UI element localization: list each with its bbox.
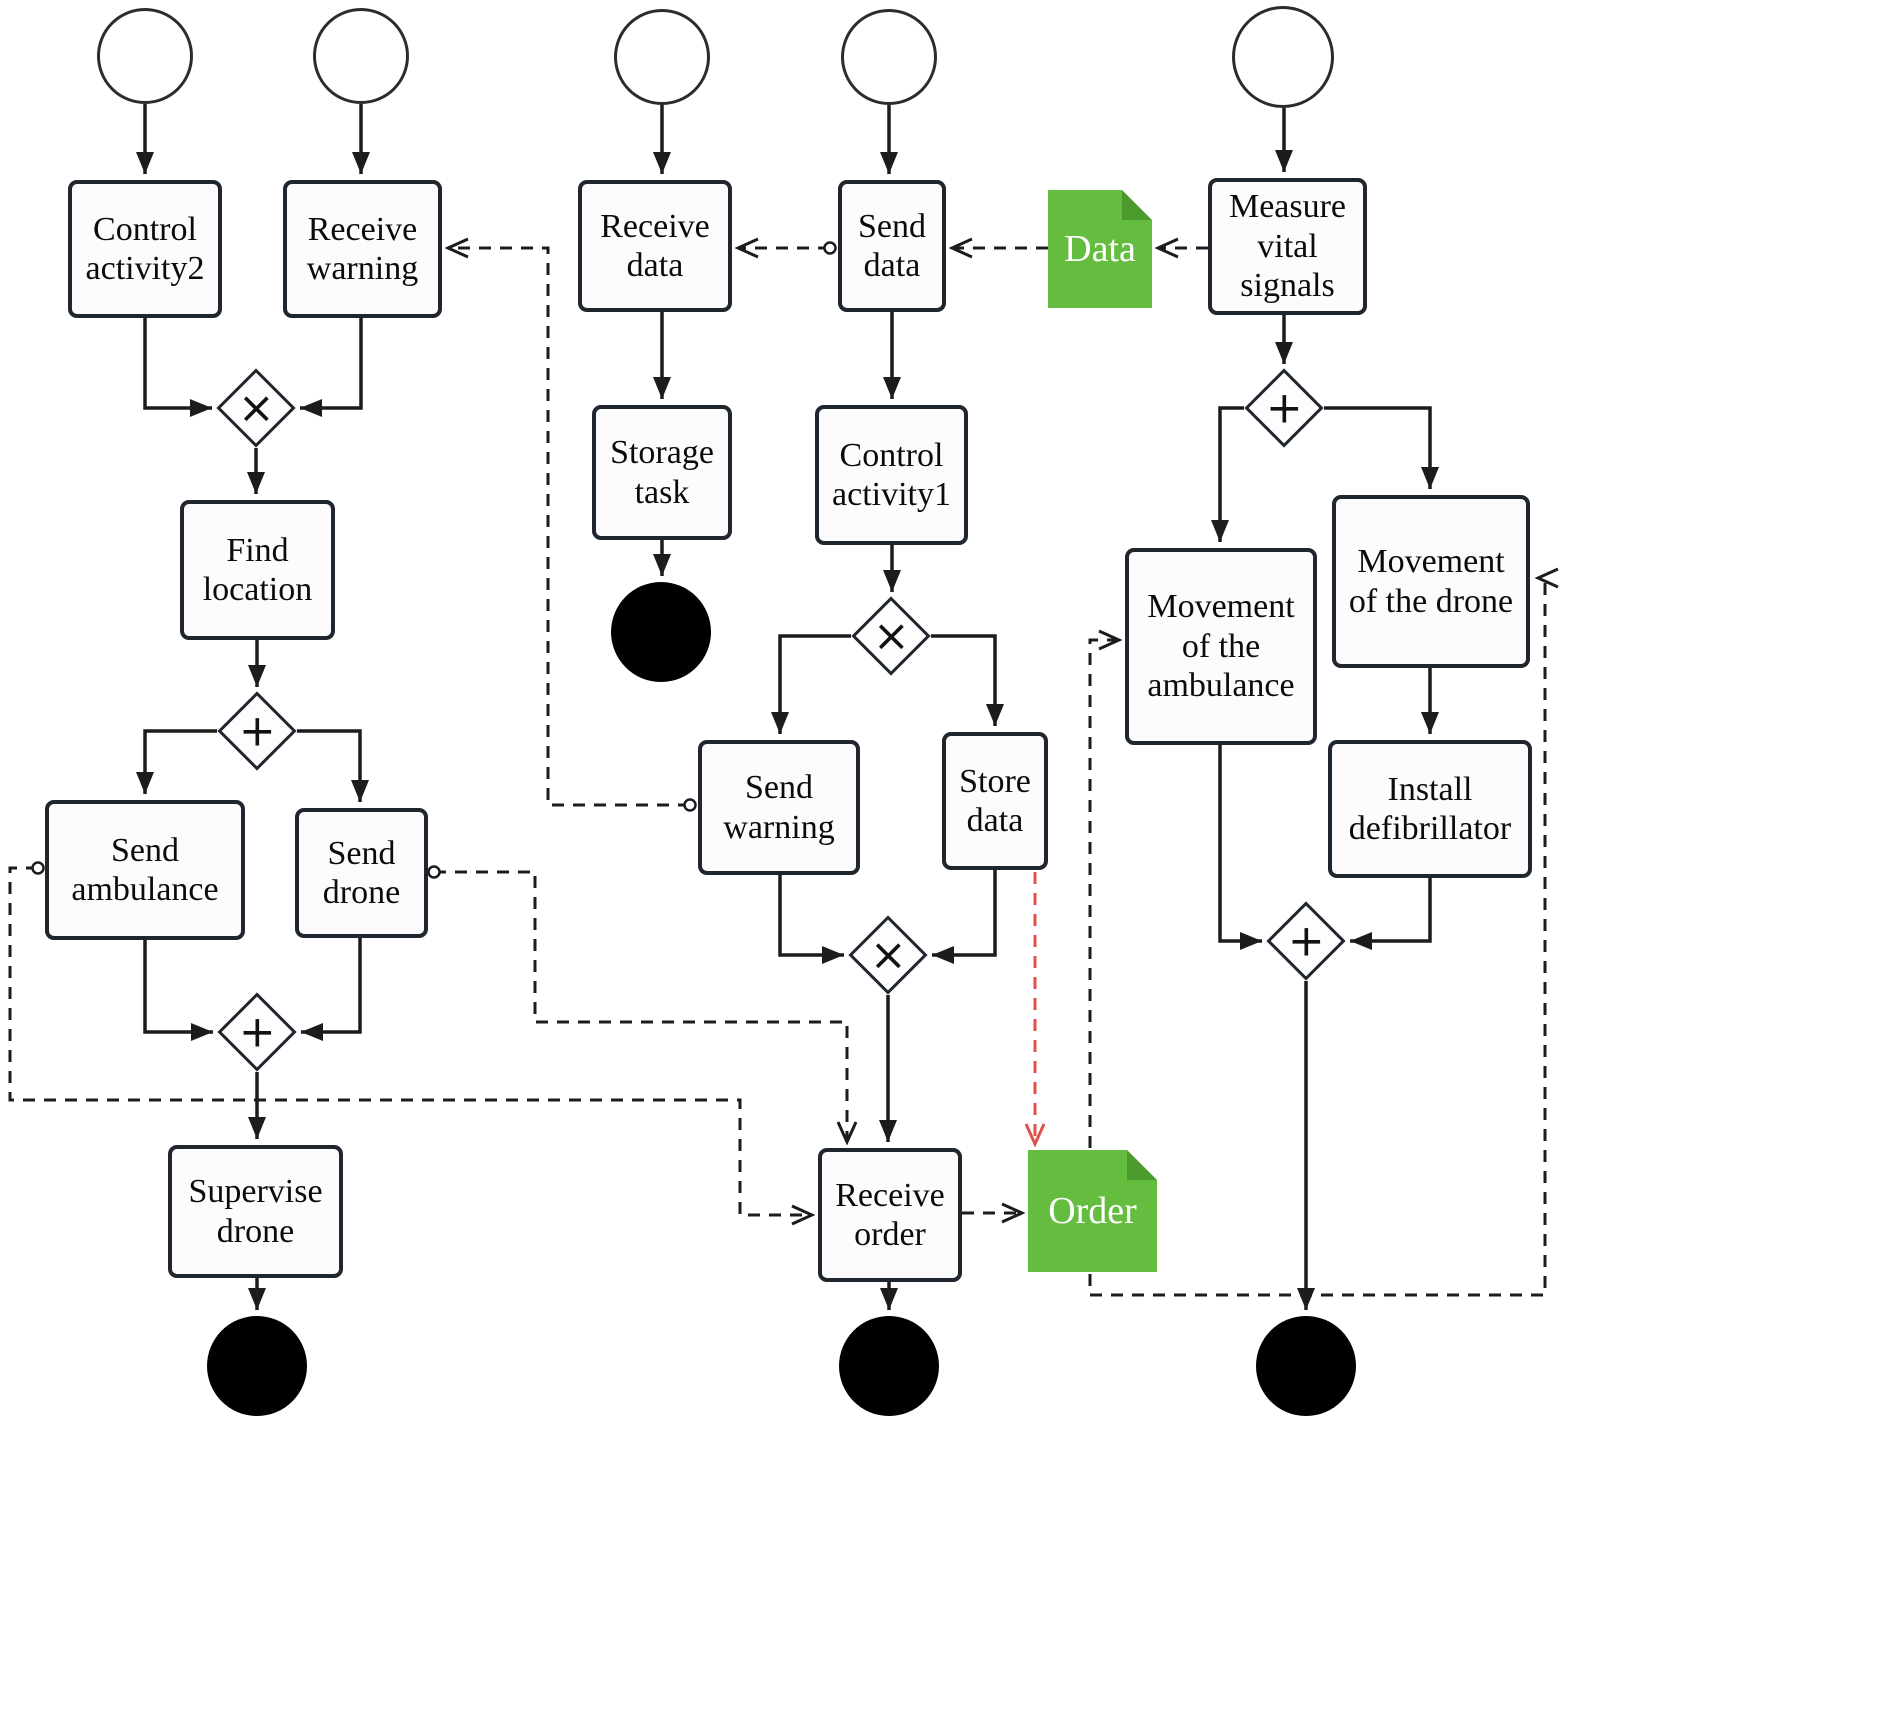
data-object-label: Data xyxy=(1064,228,1136,270)
task-find-location: Find location xyxy=(180,500,335,640)
flow-xgw2-send-warning xyxy=(771,634,851,734)
message-send-warning-receive-warning xyxy=(448,248,690,805)
data-object-label: Order xyxy=(1048,1190,1137,1232)
task-label: Receive order xyxy=(835,1176,945,1253)
flow-pgw1-send-ambulance xyxy=(136,729,217,794)
task-label: Find location xyxy=(202,531,313,608)
task-supervise-drone: Supervise drone xyxy=(168,1145,343,1278)
task-receive-order: Receive order xyxy=(818,1148,962,1282)
task-measure-vital-signals: Measure vital signals xyxy=(1208,178,1367,315)
task-movement-of-the-drone: Movement of the drone xyxy=(1332,495,1530,668)
flow-send-warning-xgw3 xyxy=(778,875,844,964)
task-receive-warning: Receive warning xyxy=(283,180,442,318)
start-event-4 xyxy=(841,9,937,105)
end-event-storage xyxy=(611,582,711,682)
flow-send-drone-pgw2 xyxy=(301,938,362,1041)
plus-gateway-icon: + xyxy=(1287,915,1325,966)
task-label: Store data xyxy=(959,762,1031,839)
task-send-ambulance: Send ambulance xyxy=(45,800,245,940)
flow-send-ambulance-pgw2 xyxy=(143,940,213,1041)
flow-movement-ambulance-pgw4 xyxy=(1218,745,1262,950)
task-send-warning: Send warning xyxy=(698,740,860,875)
x-gateway-icon: × xyxy=(237,382,275,433)
end-event-right xyxy=(1256,1316,1356,1416)
task-label: Supervise drone xyxy=(188,1173,323,1250)
flow-control-activity2-xgw1 xyxy=(143,318,212,417)
x-gateway-icon: × xyxy=(869,929,907,980)
task-label: Send data xyxy=(858,207,926,284)
task-label: Receive data xyxy=(600,207,710,284)
start-event-2 xyxy=(313,8,409,104)
flow-pgw3-movement-ambulance xyxy=(1211,406,1244,542)
task-storage-task: Storage task xyxy=(592,405,732,540)
start-event-5 xyxy=(1232,6,1334,108)
task-receive-data: Receive data xyxy=(578,180,732,312)
task-label: Measure vital signals xyxy=(1228,188,1347,305)
task-label: Receive warning xyxy=(306,210,419,287)
task-control-activity1: Control activity1 xyxy=(815,405,968,545)
x-gateway-icon: × xyxy=(872,610,910,661)
task-label: Movement of the drone xyxy=(1348,543,1514,620)
task-label: Send drone xyxy=(322,834,401,911)
task-label: Send warning xyxy=(723,769,835,846)
end-event-supervise xyxy=(207,1316,307,1416)
task-label: Control activity1 xyxy=(832,436,951,513)
task-send-drone: Send drone xyxy=(295,808,428,938)
message-send-ambulance-receive-order xyxy=(8,868,812,1215)
plus-gateway-icon: + xyxy=(238,1006,276,1057)
task-movement-of-the-ambulance: Movement of the ambulance xyxy=(1125,548,1317,745)
start-event-1 xyxy=(97,8,193,104)
task-label: Storage task xyxy=(610,434,714,511)
task-control-activity2: Control activity2 xyxy=(68,180,222,318)
flow-receive-warning-xgw1 xyxy=(300,318,363,417)
flow-pgw1-send-drone xyxy=(297,729,369,802)
task-send-data: Send data xyxy=(838,180,946,312)
task-label: Send ambulance xyxy=(71,831,219,908)
flow-pgw3-movement-drone xyxy=(1324,406,1439,489)
start-event-3 xyxy=(614,9,710,105)
message-order-movement-ambulance xyxy=(1088,640,1119,1148)
plus-gateway-icon: + xyxy=(1265,382,1303,433)
data-object-order: Order xyxy=(1028,1150,1157,1272)
task-label: Install defibrillator xyxy=(1348,770,1512,847)
task-install-defibrillator: Install defibrillator xyxy=(1328,740,1532,878)
flow-install-defib-pgw4 xyxy=(1350,878,1432,950)
plus-gateway-icon: + xyxy=(238,705,276,756)
end-event-order xyxy=(839,1316,939,1416)
data-object-data: Data xyxy=(1048,190,1152,308)
task-label: Control activity2 xyxy=(85,210,205,287)
flow-xgw2-store-data xyxy=(931,634,1004,726)
flow-store-data-xgw3 xyxy=(932,870,997,964)
task-label: Movement of the ambulance xyxy=(1147,588,1295,705)
task-store-data: Store data xyxy=(942,732,1048,870)
